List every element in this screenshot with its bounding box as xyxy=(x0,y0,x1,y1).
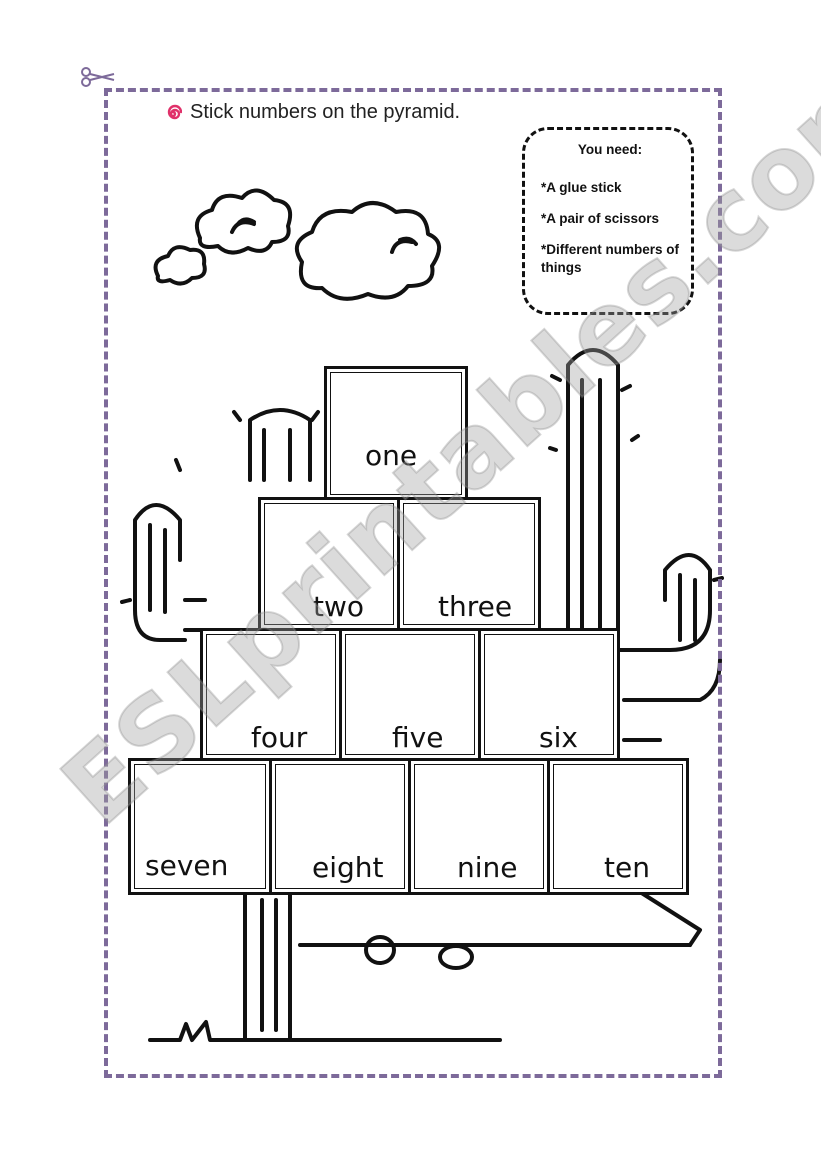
block-label: one xyxy=(365,439,418,472)
pyramid-block-four: four xyxy=(200,628,342,761)
supply-item: *Different numbers of things xyxy=(541,242,680,275)
instruction-line: Stick numbers on the pyramid. xyxy=(164,101,460,124)
pyramid-block-one: one xyxy=(324,366,468,501)
cloud-icon xyxy=(294,201,441,301)
supply-item: *A glue stick xyxy=(541,180,622,195)
pyramid-block-five: five xyxy=(339,628,481,761)
pyramid-block-six: six xyxy=(478,628,620,761)
supply-item: *A pair of scissors xyxy=(541,211,660,226)
block-label: six xyxy=(539,721,578,754)
block-label: five xyxy=(392,721,444,754)
block-label: three xyxy=(438,590,513,623)
cactus-left xyxy=(120,408,320,1042)
rock-icon xyxy=(438,944,474,970)
supplies-box: You need: *A glue stick *A pair of sciss… xyxy=(522,127,694,315)
pyramid-block-ten: ten xyxy=(547,758,689,895)
block-label: four xyxy=(251,721,308,754)
block-label: seven xyxy=(145,849,229,882)
pyramid-block-seven: seven xyxy=(128,758,272,895)
cloud-icon xyxy=(153,245,207,286)
pyramid-block-nine: nine xyxy=(408,758,550,895)
pyramid-block-eight: eight xyxy=(269,758,411,895)
block-label: two xyxy=(313,590,365,623)
instruction-text: Stick numbers on the pyramid. xyxy=(190,101,461,123)
block-label: eight xyxy=(312,851,384,884)
rock-icon xyxy=(364,935,396,965)
cut-out-frame xyxy=(104,88,722,1078)
cloud-icon xyxy=(195,188,293,255)
pyramid-block-three: three xyxy=(397,497,541,631)
scissors-icon xyxy=(81,67,115,87)
spiral-bullet-icon xyxy=(167,104,182,119)
pyramid-block-two: two xyxy=(258,497,400,631)
supplies-heading: You need: xyxy=(577,142,643,157)
block-label: ten xyxy=(604,851,650,884)
block-label: nine xyxy=(457,851,518,884)
